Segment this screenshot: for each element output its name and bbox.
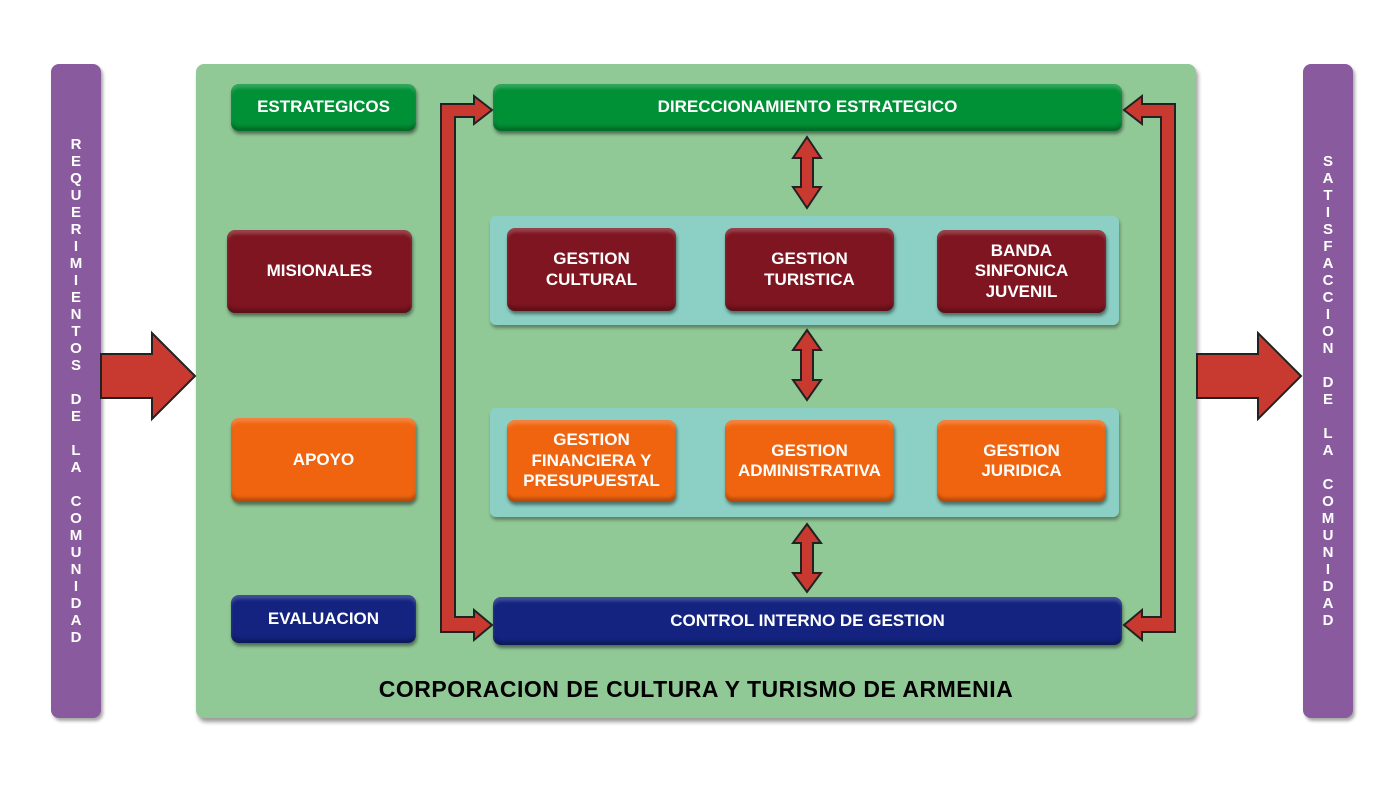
gestion-turistica-box: GESTION TURISTICA [725,228,894,311]
gestion-juridica-box: GESTION JURIDICA [937,420,1106,502]
requerimientos-label: REQUERIMIENTOS DE LA COMUNIDAD [67,136,85,646]
misionales-label: MISIONALES [227,230,412,313]
gestion-administrativa-box: GESTION ADMINISTRATIVA [725,420,894,502]
organization-title: CORPORACION DE CULTURA Y TURISMO DE ARME… [378,676,1014,702]
satisfaccion-label: SATISFACCION DE LA COMUNIDAD [1319,153,1337,629]
double-arrow-icon [791,522,823,594]
direccionamiento-box: DIRECCIONAMIENTO ESTRATEGICO [493,84,1122,131]
output-arrow-icon [1196,330,1303,422]
control-interno-box: CONTROL INTERNO DE GESTION [493,597,1122,645]
apoyo-label: APOYO [231,418,416,502]
double-arrow-icon [791,135,823,210]
satisfaccion-bar: SATISFACCION DE LA COMUNIDAD [1303,64,1353,718]
gestion-financiera-box: GESTION FINANCIERA Y PRESUPUESTAL [507,420,676,502]
input-arrow-icon [100,330,197,422]
double-arrow-icon [791,328,823,402]
evaluacion-label: EVALUACION [231,595,416,643]
gestion-cultural-box: GESTION CULTURAL [507,228,676,311]
banda-sinfonica-box: BANDA SINFONICA JUVENIL [937,230,1106,313]
estrategicos-label: ESTRATEGICOS [231,84,416,131]
requerimientos-bar: REQUERIMIENTOS DE LA COMUNIDAD [51,64,101,718]
left-feedback-arrow-icon [440,93,494,643]
right-feedback-arrow-icon [1122,93,1176,643]
